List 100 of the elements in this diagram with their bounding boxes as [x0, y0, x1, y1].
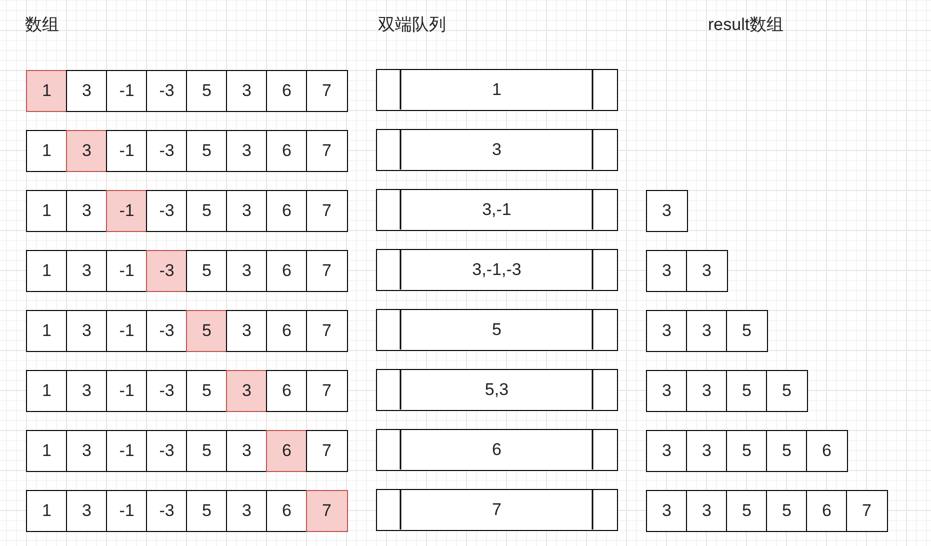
array-cell	[106, 490, 148, 532]
array-value: 6	[282, 442, 292, 460]
result-cell	[846, 490, 888, 532]
result-value: 3	[662, 202, 672, 220]
array-value: -3	[159, 502, 174, 520]
deque-values: 7	[492, 501, 502, 518]
array-cell	[186, 70, 228, 112]
result-value: 3	[662, 262, 672, 280]
array-cell	[266, 130, 308, 172]
array-cell	[306, 190, 348, 232]
result-value: 7	[862, 502, 872, 520]
array-cell	[306, 370, 348, 412]
array-cell	[186, 130, 228, 172]
result-value: 5	[742, 322, 752, 340]
result-value: 3	[662, 382, 672, 400]
column-heading: 数组	[25, 14, 59, 36]
array-value: 6	[282, 142, 292, 160]
result-cell	[646, 250, 688, 292]
array-cell	[306, 250, 348, 292]
array-value: 1	[42, 322, 52, 340]
array-value: -1	[119, 262, 134, 280]
highlighted-array-cell	[226, 370, 268, 412]
result-cell	[726, 370, 768, 412]
array-value: 5	[202, 82, 212, 100]
array-value: -3	[159, 442, 174, 460]
array-value: 1	[42, 82, 52, 100]
array-value: 7	[322, 262, 332, 280]
array-value: -3	[159, 142, 174, 160]
array-cell	[146, 490, 188, 532]
array-cell	[226, 130, 268, 172]
result-cell	[726, 490, 768, 532]
array-cell	[26, 130, 68, 172]
column-heading: result数组	[708, 14, 784, 36]
array-value: 3	[242, 322, 252, 340]
array-value: 3	[242, 382, 252, 400]
array-cell	[106, 130, 148, 172]
array-cell	[146, 370, 188, 412]
highlighted-array-cell	[186, 310, 228, 352]
array-value: 5	[202, 502, 212, 520]
result-cell	[646, 370, 688, 412]
array-value: 7	[322, 382, 332, 400]
result-value: 3	[662, 442, 672, 460]
array-cell	[266, 190, 308, 232]
array-value: -3	[159, 202, 174, 220]
result-cell	[686, 430, 728, 472]
deque-box	[376, 429, 618, 470]
array-value: 6	[282, 502, 292, 520]
array-cell	[226, 70, 268, 112]
array-cell	[26, 370, 68, 412]
result-value: 5	[742, 382, 752, 400]
array-cell	[106, 370, 148, 412]
array-value: -1	[119, 322, 134, 340]
array-value: 1	[42, 262, 52, 280]
array-cell	[266, 70, 308, 112]
array-cell	[106, 310, 148, 352]
array-value: 1	[42, 382, 52, 400]
array-cell	[266, 310, 308, 352]
array-value: 3	[242, 142, 252, 160]
array-value: 3	[82, 322, 92, 340]
array-value: 7	[322, 502, 332, 520]
array-value: 3	[82, 382, 92, 400]
highlighted-array-cell	[106, 190, 148, 232]
array-cell	[66, 370, 108, 412]
array-cell	[26, 430, 68, 472]
array-cell	[186, 370, 228, 412]
deque-box	[376, 189, 618, 230]
array-value: -3	[159, 322, 174, 340]
array-value: 6	[282, 382, 292, 400]
array-cell	[146, 130, 188, 172]
array-value: -1	[119, 382, 134, 400]
array-cell	[26, 250, 68, 292]
array-value: 7	[322, 82, 332, 100]
result-cell	[646, 430, 688, 472]
result-value: 5	[782, 442, 792, 460]
highlighted-array-cell	[266, 430, 308, 472]
result-cell	[806, 430, 848, 472]
array-cell	[266, 250, 308, 292]
highlighted-array-cell	[306, 490, 348, 532]
array-value: 3	[242, 82, 252, 100]
column-heading: 双端队列	[378, 14, 446, 36]
array-value: -1	[119, 142, 134, 160]
array-cell	[66, 430, 108, 472]
result-cell	[766, 490, 808, 532]
highlighted-array-cell	[26, 70, 68, 112]
array-cell	[26, 190, 68, 232]
array-cell	[146, 310, 188, 352]
array-cell	[186, 190, 228, 232]
array-value: 3	[82, 82, 92, 100]
array-cell	[266, 370, 308, 412]
array-value: 5	[202, 142, 212, 160]
array-value: 7	[322, 142, 332, 160]
array-value: 6	[282, 202, 292, 220]
deque-box	[376, 249, 618, 290]
array-cell	[226, 190, 268, 232]
result-value: 3	[702, 502, 712, 520]
deque-values: 1	[492, 81, 502, 98]
array-cell	[26, 310, 68, 352]
array-cell	[306, 430, 348, 472]
result-cell	[766, 370, 808, 412]
array-value: 1	[42, 142, 52, 160]
